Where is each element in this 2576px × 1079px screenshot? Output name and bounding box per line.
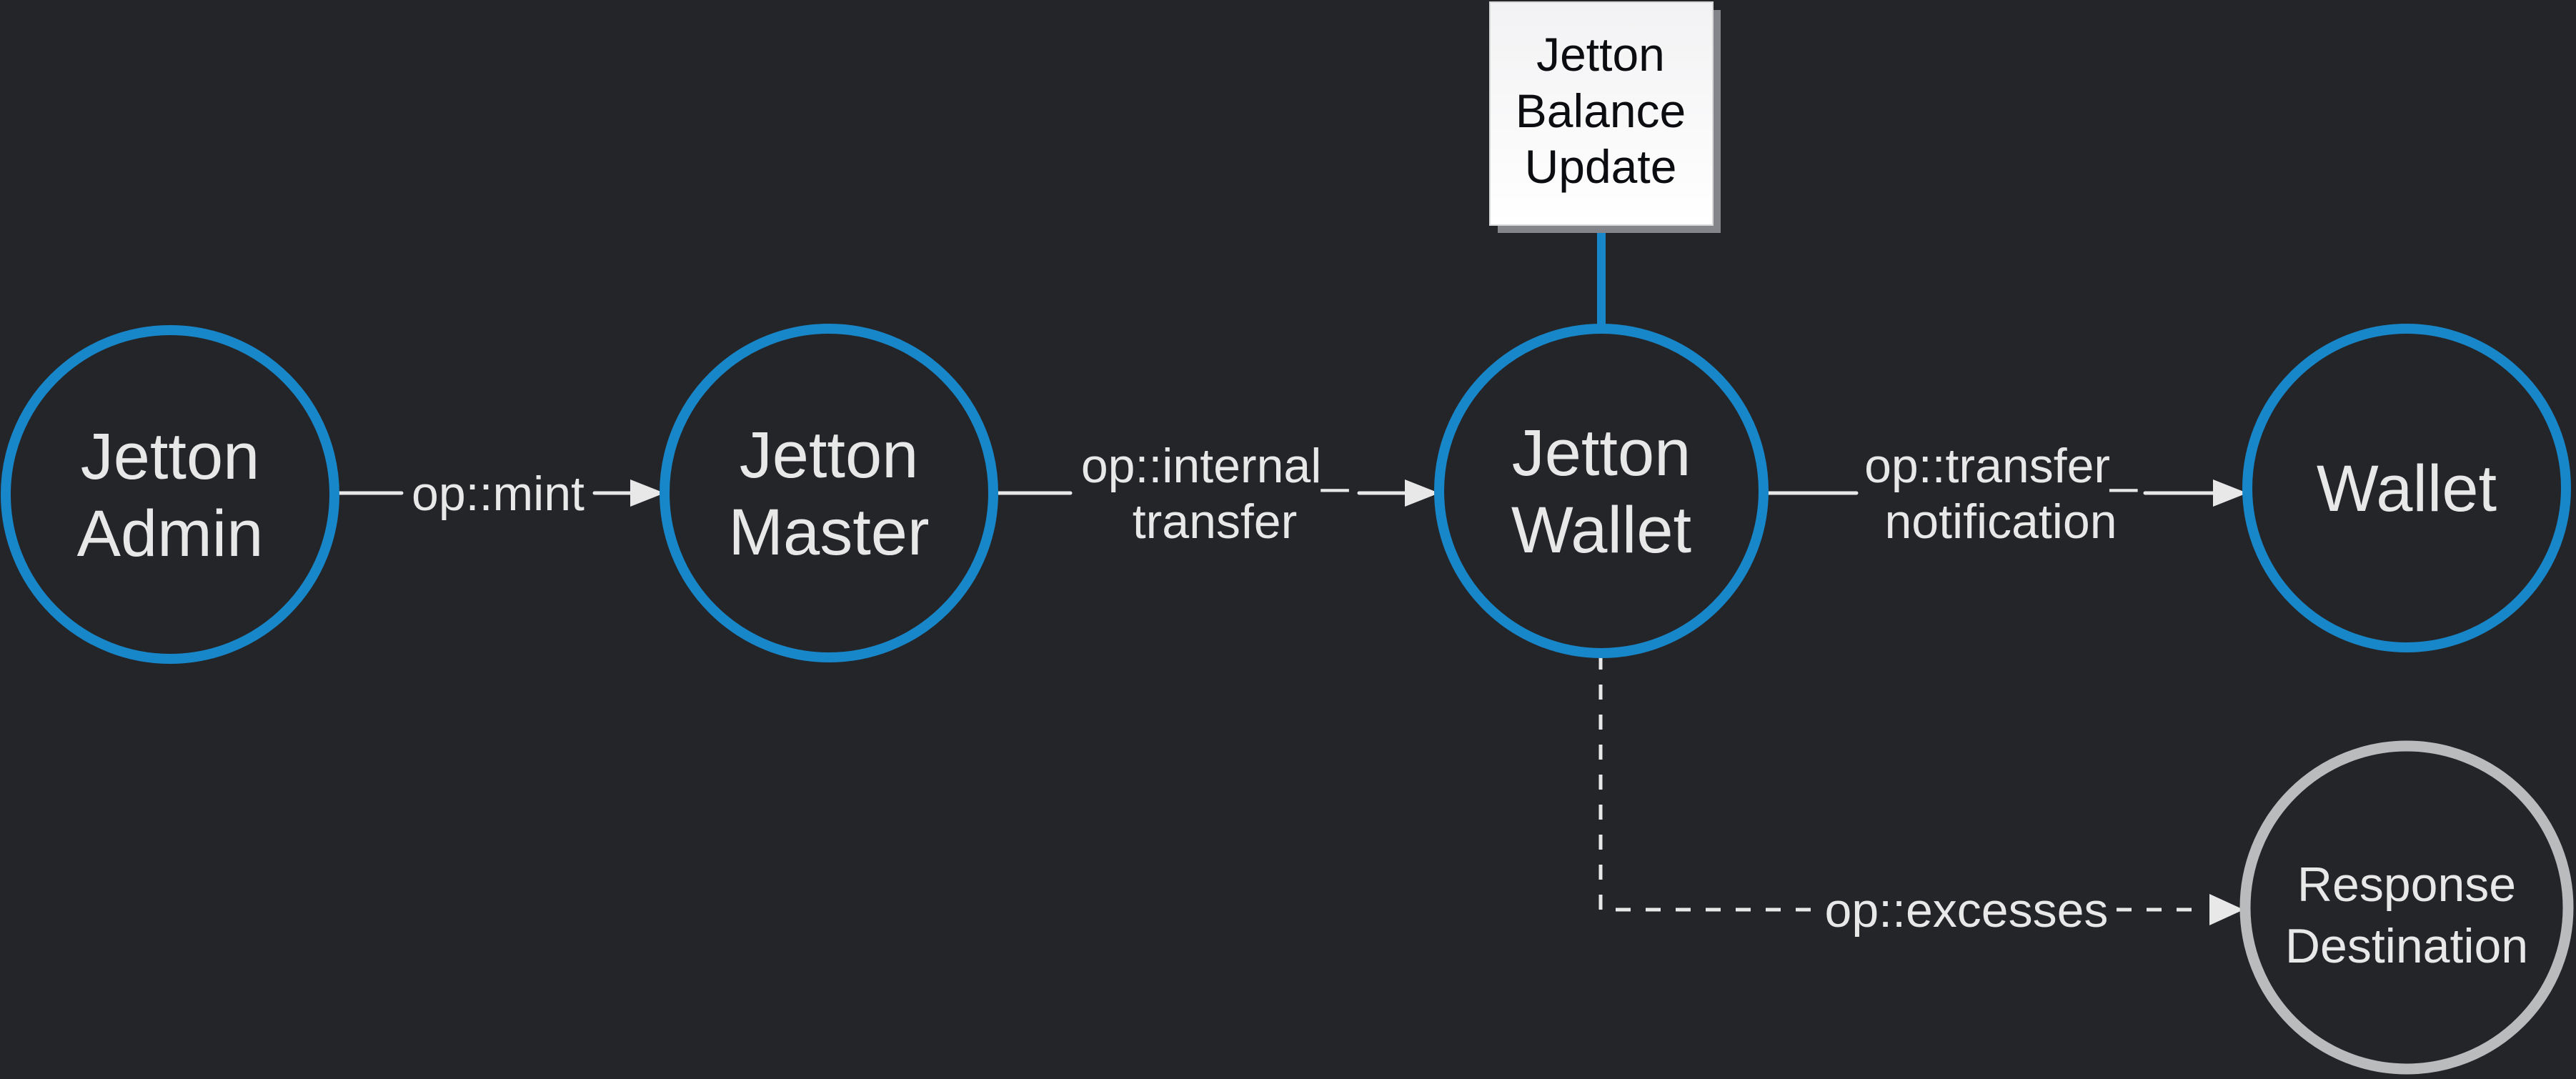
node-response-destination-circle: [2239, 740, 2574, 1075]
node-wallet-circle: [2242, 324, 2571, 652]
node-jetton-wallet-label-line2: Wallet: [1511, 494, 1691, 567]
node-jetton-master-circle: [660, 324, 998, 662]
node-jetton-wallet-label-line1: Jetton: [1512, 417, 1691, 489]
node-jetton-admin-label-line1: Jetton: [81, 420, 260, 493]
edge-internal-transfer-arrowhead-icon: [1405, 479, 1439, 507]
node-jetton-master-label-line1: Jetton: [740, 419, 919, 492]
edge-mint-label: op::mint: [412, 467, 585, 521]
edge-internal-transfer-label-line1: op::internal_: [1081, 439, 1349, 493]
edge-excesses-dashed-elbow: [1598, 655, 1819, 912]
node-response-destination-label-line1: Response: [2297, 857, 2516, 912]
node-jetton-wallet-circle: [1434, 324, 1769, 658]
edge-excesses-arrowhead-icon: [2209, 894, 2244, 925]
note-box: [1489, 1, 1714, 226]
note-label-line1: Jetton: [1536, 28, 1665, 81]
edge-internal-transfer-label-line2: transfer: [1133, 494, 1298, 549]
edge-transfer-notification-arrowhead-icon: [2213, 479, 2247, 507]
edge-mint-arrowhead-icon: [630, 479, 665, 507]
edge-transfer-notification-label-line2: notification: [1884, 494, 2117, 549]
edge-excesses-label: op::excesses: [1825, 883, 2109, 938]
node-jetton-master-label-line2: Master: [728, 496, 929, 569]
node-jetton-admin-circle: [1, 325, 339, 664]
node-wallet-label: Wallet: [2317, 452, 2497, 525]
note-label-line2: Balance: [1516, 84, 1686, 137]
note-label-line3: Update: [1525, 140, 1677, 193]
edge-transfer-notification-label-line1: op::transfer_: [1864, 439, 2138, 493]
node-jetton-admin-label-line2: Admin: [77, 497, 264, 570]
node-response-destination-label-line2: Destination: [2285, 919, 2528, 973]
